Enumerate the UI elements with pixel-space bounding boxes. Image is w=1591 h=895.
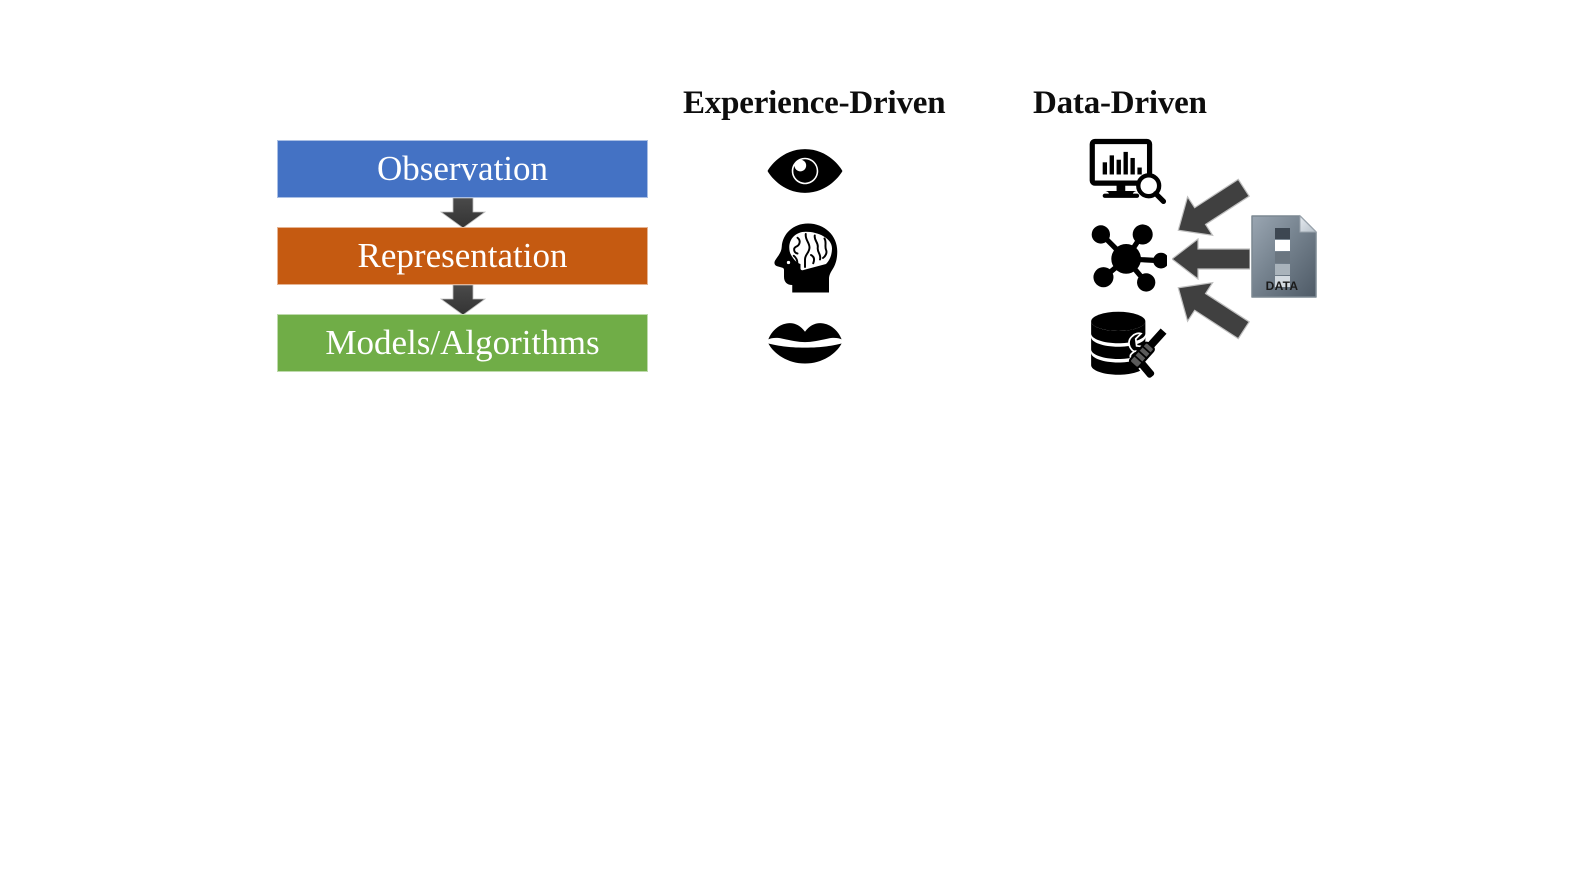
arrow-down-left-icon [1177, 281, 1250, 340]
eye-icon [767, 149, 843, 193]
head-brain-icon-cell [766, 222, 844, 294]
chart-monitor-search-icon [1089, 138, 1167, 204]
network-graph-icon-cell [1086, 224, 1168, 292]
pipeline-stack: Observation Representation Models/Algori… [277, 140, 648, 372]
pipeline-stage-models-algorithms[interactable]: Models/Algorithms [277, 314, 648, 372]
pipeline-stage-label: Observation [376, 148, 549, 188]
column-header-experience-driven: Experience-Driven [683, 85, 946, 121]
chart-monitor-search-icon-cell [1086, 138, 1168, 204]
pipeline-stage-observation[interactable]: Observation [277, 140, 648, 198]
eye-icon-cell [766, 140, 844, 202]
arrow-down-icon [439, 284, 486, 315]
database-tools-icon-cell [1086, 310, 1168, 380]
column-header-data-driven: Data-Driven [1033, 85, 1207, 121]
database-tools-icon [1091, 311, 1167, 380]
head-brain-icon [774, 223, 838, 293]
pipeline-stage-representation[interactable]: Representation [277, 227, 648, 285]
mouth-lips-icon [768, 322, 842, 364]
pipeline-stage-label: Representation [357, 235, 568, 275]
data-document-icon[interactable]: DATA [1250, 214, 1318, 299]
arrow-left-icon [1172, 238, 1250, 280]
mouth-lips-icon-cell [766, 314, 844, 372]
data-document-label: DATA [1265, 279, 1299, 293]
arrow-down-icon [439, 197, 486, 228]
file-document-icon [1251, 214, 1318, 298]
pipeline-stage-label: Models/Algorithms [325, 322, 600, 362]
pipeline-connector-2 [277, 284, 648, 315]
arrow-up-left-icon [1177, 178, 1250, 237]
pipeline-connector-1 [277, 197, 648, 228]
network-graph-icon [1091, 224, 1167, 292]
